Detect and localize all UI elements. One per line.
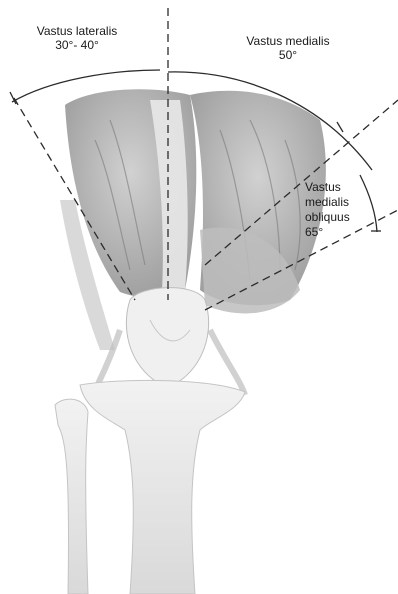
vmo-line2: medialis xyxy=(305,195,395,210)
label-vastus-medialis: Vastus medialis 50° xyxy=(228,34,348,62)
label-vastus-medialis-obliquus: Vastus medialis obliquus 65° xyxy=(305,180,395,240)
label-vastus-lateralis: Vastus lateralis 30°- 40° xyxy=(22,24,132,52)
fibula xyxy=(55,399,88,594)
vastus-lateralis-angle: 30°- 40° xyxy=(22,38,132,52)
patella xyxy=(126,288,208,388)
vmo-line1: Vastus xyxy=(305,180,395,195)
vmo-angle: 65° xyxy=(305,225,395,240)
tibia xyxy=(80,380,245,594)
vastus-lateralis-name: Vastus lateralis xyxy=(22,24,132,38)
vastus-medialis-angle: 50° xyxy=(228,48,348,62)
vmo-line3: obliquus xyxy=(305,210,395,225)
vastus-medialis-name: Vastus medialis xyxy=(228,34,348,48)
